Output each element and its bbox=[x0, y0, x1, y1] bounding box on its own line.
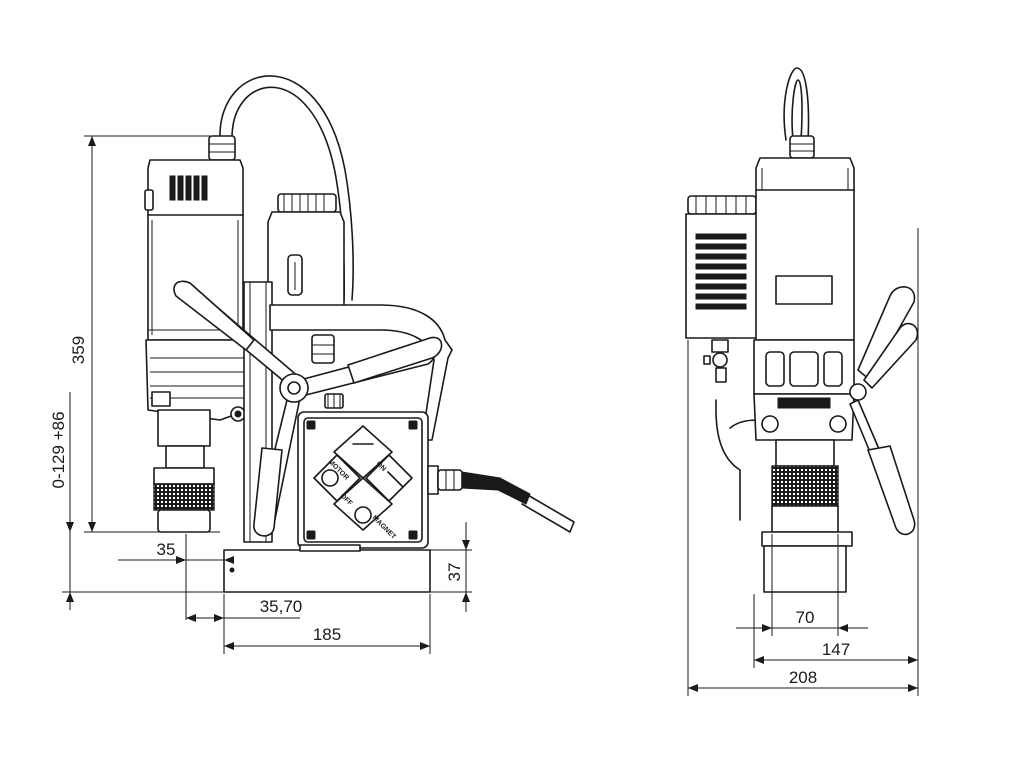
base-height-label: 37 bbox=[445, 563, 464, 582]
front-view bbox=[685, 67, 919, 593]
panel-right-diamond bbox=[365, 454, 413, 502]
cable-gland bbox=[208, 135, 236, 161]
front-feed-handles bbox=[849, 286, 919, 536]
front-cable bbox=[783, 67, 810, 141]
spindle-width-label: 70 bbox=[796, 608, 815, 627]
front-cable-gland bbox=[789, 135, 815, 159]
magnet-on-button[interactable] bbox=[387, 471, 403, 487]
power-cable bbox=[219, 75, 354, 301]
side-view: MOTOR MAGNET ON OFF bbox=[144, 75, 575, 593]
spindle-offset-label: 35 bbox=[157, 540, 176, 559]
coolant-valve-icon bbox=[712, 352, 728, 368]
stroke-label: 0-129 +86 bbox=[49, 411, 68, 488]
cable-sleeve bbox=[461, 471, 531, 505]
tank-grille bbox=[695, 233, 747, 310]
coolant-tank bbox=[267, 211, 345, 307]
carry-handle bbox=[269, 304, 453, 441]
front-magnetic-base bbox=[763, 545, 847, 593]
front-arbor-knurl bbox=[771, 465, 839, 507]
coolant-cap bbox=[277, 193, 337, 213]
base-offset-label: 35,70 bbox=[260, 597, 303, 616]
magnet-off-button[interactable] bbox=[354, 506, 372, 524]
spindle bbox=[157, 409, 211, 447]
motor-label-plate bbox=[775, 275, 833, 305]
feed-handles bbox=[173, 280, 443, 537]
motor-off-button[interactable] bbox=[321, 469, 339, 487]
base-length-label: 185 bbox=[313, 625, 341, 644]
dimension-lines bbox=[62, 135, 919, 696]
total-height-label: 359 bbox=[69, 336, 88, 364]
gearbox bbox=[145, 339, 249, 421]
front-spindle bbox=[775, 439, 835, 467]
total-width-label: 208 bbox=[789, 668, 817, 687]
arbor-knurl bbox=[153, 483, 215, 511]
base-width-label: 147 bbox=[822, 640, 850, 659]
cable-connector bbox=[427, 465, 439, 495]
front-motor-housing bbox=[755, 157, 855, 341]
magnetic-base bbox=[223, 549, 431, 593]
vent-icon bbox=[169, 175, 208, 201]
